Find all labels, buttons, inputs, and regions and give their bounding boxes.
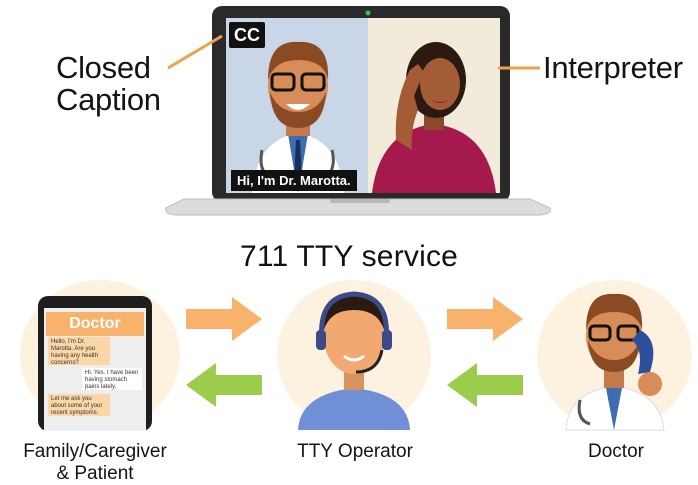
phone-header: Doctor [46,312,144,336]
chat-bubble-doctor-1: Hello, I'm Dr. Marotta. Are you having a… [48,337,110,366]
chat-bubble-patient-1: Hi. Yes. I have been having stomach pain… [82,368,142,390]
laptop-illustration [165,6,551,216]
closed-caption-label-line1: Closed [56,50,151,85]
doctor-label: Doctor [588,441,644,462]
family-label-line2: & Patient [56,463,134,484]
cc-badge: CC [229,22,265,48]
operator-label: TTY Operator [297,441,413,462]
diagram-title: 711 TTY service [239,240,459,273]
arrow-left-bottom-left [186,363,262,407]
closed-caption-label-line2: Caption [56,82,161,117]
family-label-line1: Family/Caregiver [23,441,167,462]
interpreter-label: Interpreter [543,50,683,85]
arrow-right-top-right [447,297,523,341]
chat-bubble-doctor-2: Let me ask you about some of your recent… [48,394,110,416]
caption-bar: Hi, I'm Dr. Marotta. [231,170,357,191]
closed-caption-leader-line [167,34,223,70]
arrow-left-bottom-right [447,363,523,407]
interpreter-video-figure [372,42,496,193]
webcam-icon [365,10,371,16]
arrow-right-top-left [186,297,262,341]
